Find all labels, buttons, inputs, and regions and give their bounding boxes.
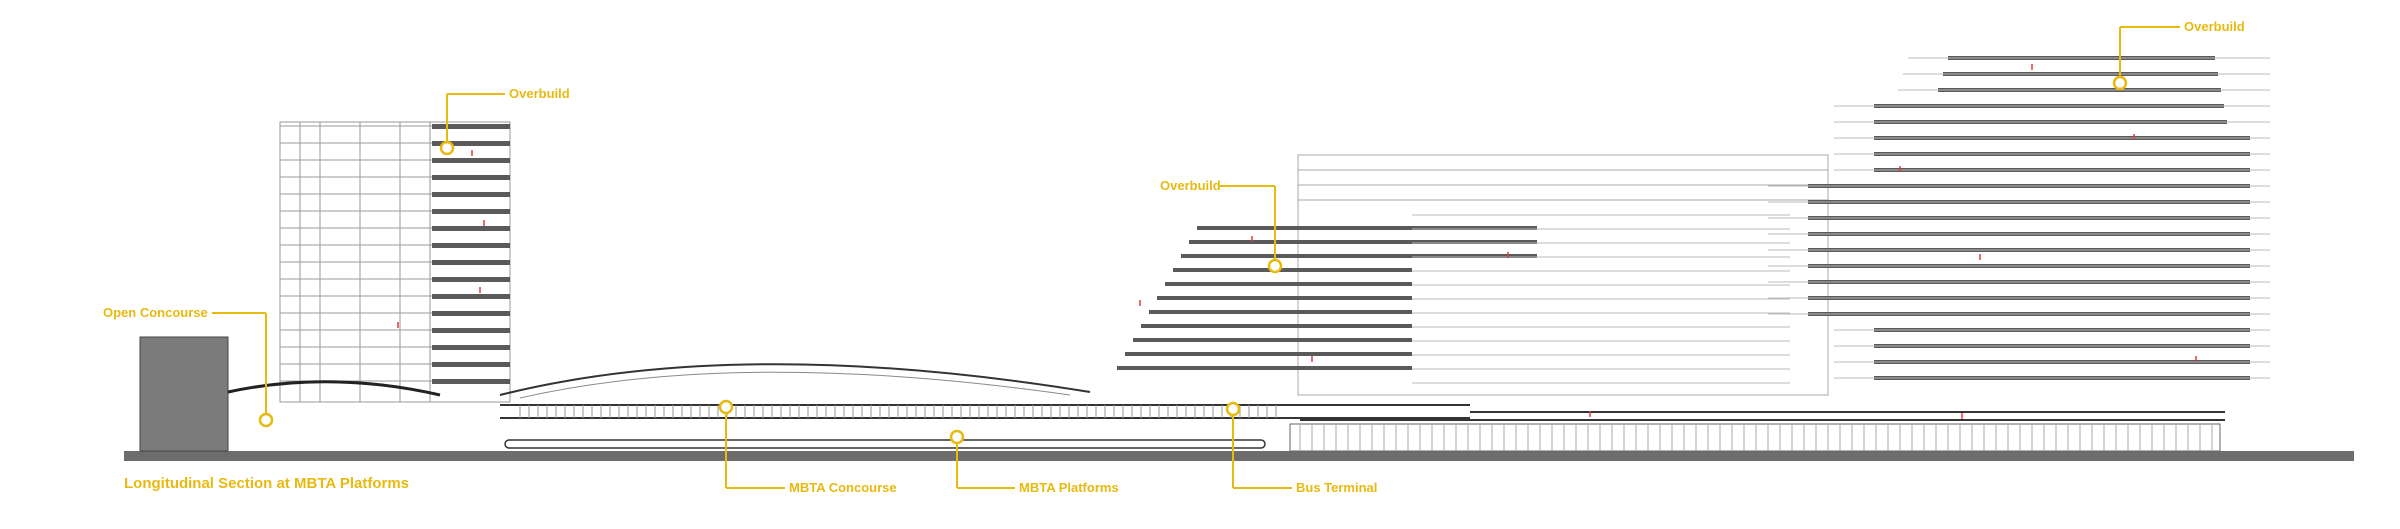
slab bbox=[432, 243, 510, 248]
left-block bbox=[139, 336, 229, 452]
building-section bbox=[124, 56, 2354, 461]
slab bbox=[432, 362, 510, 367]
slab bbox=[1165, 282, 1412, 286]
slab bbox=[1117, 366, 1412, 370]
platform-track bbox=[504, 439, 1266, 449]
slab bbox=[432, 192, 510, 197]
label-overbuild-right: Overbuild bbox=[2184, 19, 2245, 34]
podium-structure bbox=[500, 404, 2225, 452]
label-mbta-platforms: MBTA Platforms bbox=[1019, 480, 1119, 495]
bus-level bbox=[1289, 423, 2221, 452]
slab bbox=[1149, 310, 1412, 314]
slab bbox=[432, 226, 510, 231]
slab bbox=[432, 141, 510, 146]
slab bbox=[1125, 352, 1412, 356]
callout-overbuild-mid: Overbuild bbox=[1160, 178, 1283, 274]
label-mbta-concourse: MBTA Concourse bbox=[789, 480, 897, 495]
label-bus-terminal: Bus Terminal bbox=[1296, 480, 1377, 495]
slab bbox=[1189, 240, 1537, 244]
slab bbox=[1181, 254, 1537, 258]
slab bbox=[1173, 268, 1412, 272]
slab bbox=[432, 294, 510, 299]
slab bbox=[1197, 226, 1537, 230]
ground-slab bbox=[124, 451, 2354, 461]
callout-overbuild-left: Overbuild bbox=[439, 86, 570, 156]
slab bbox=[432, 277, 510, 282]
slab bbox=[432, 328, 510, 333]
slab bbox=[1133, 338, 1412, 342]
drawing-title: Longitudinal Section at MBTA Platforms bbox=[124, 475, 409, 492]
mid-building-slabs bbox=[1117, 214, 1790, 384]
label-open-concourse: Open Concourse bbox=[103, 305, 208, 320]
slab bbox=[432, 124, 510, 129]
slab bbox=[432, 209, 510, 214]
slab bbox=[432, 379, 510, 384]
label-overbuild-left: Overbuild bbox=[509, 86, 570, 101]
mid-building-outline bbox=[1297, 154, 1829, 396]
red-markers bbox=[397, 64, 2197, 419]
left-tower-slabs bbox=[280, 124, 510, 384]
slab bbox=[432, 158, 510, 163]
slab bbox=[1157, 296, 1412, 300]
callout-bus-terminal: Bus Terminal bbox=[1225, 401, 1377, 495]
slab bbox=[432, 311, 510, 316]
slab bbox=[432, 175, 510, 180]
main-canopy bbox=[499, 363, 1091, 396]
main-canopy-inner bbox=[519, 371, 1071, 399]
callout-mbta-platforms: MBTA Platforms bbox=[949, 429, 1119, 495]
left-tower bbox=[279, 121, 511, 403]
left-canopy bbox=[227, 380, 441, 397]
callout-overbuild-right: Overbuild bbox=[2112, 19, 2245, 91]
callout-mbta-concourse: MBTA Concourse bbox=[718, 399, 897, 495]
right-tower-slabs bbox=[1768, 56, 2270, 380]
label-overbuild-mid: Overbuild bbox=[1160, 178, 1221, 193]
slab bbox=[432, 260, 510, 265]
slab bbox=[432, 345, 510, 350]
slab bbox=[1141, 324, 1412, 328]
callout-open-concourse: Open Concourse bbox=[103, 305, 274, 428]
